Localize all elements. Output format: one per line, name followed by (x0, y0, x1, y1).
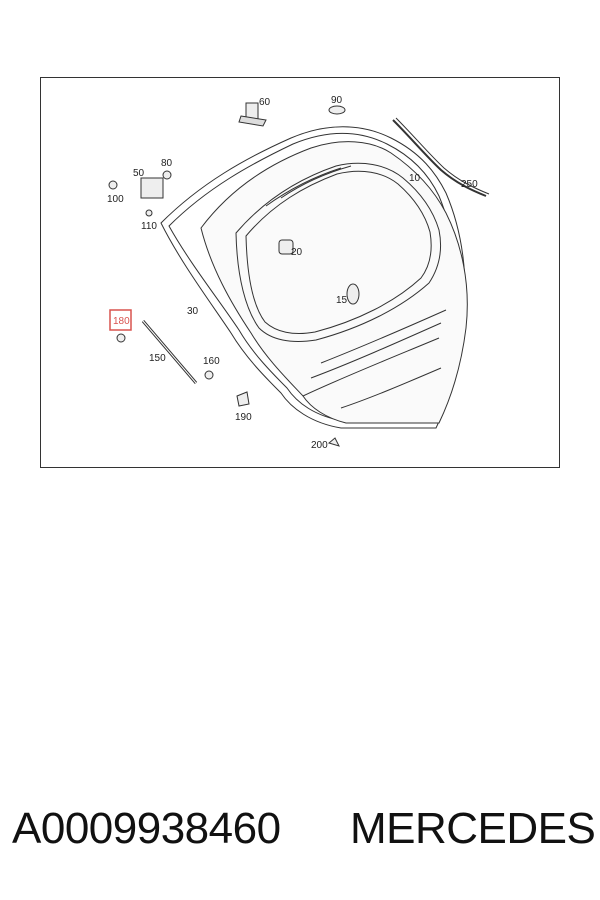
ball-stud-160 (204, 370, 214, 380)
callout-20[interactable]: 20 (291, 247, 303, 258)
part-number: A0009938460 (12, 804, 281, 853)
bushing-20 (278, 239, 294, 255)
callout-15[interactable]: 15 (336, 295, 348, 306)
callout-60[interactable]: 60 (259, 97, 271, 108)
weatherstrip (392, 119, 487, 197)
callout-30[interactable]: 30 (187, 306, 199, 317)
callout-110[interactable]: 110 (141, 221, 157, 232)
callout-10[interactable]: 10 (409, 173, 421, 184)
clip-200 (327, 437, 340, 447)
product-footer: A0009938460 MERCEDES (0, 800, 600, 870)
hinge-50 (140, 177, 164, 199)
brand-name: MERCEDES (350, 804, 596, 853)
callout-100[interactable]: 100 (107, 194, 124, 205)
callout-190[interactable]: 190 (235, 412, 252, 423)
highlight-box-180 (109, 309, 132, 331)
callout-90[interactable]: 90 (331, 95, 343, 106)
tailgate-window (235, 162, 442, 342)
ball-stud-180 (116, 333, 126, 343)
tailgate-exploded-view: 60 90 50 80 100 110 10 250 20 15 30 180 … (107, 95, 490, 451)
tailgate-body (200, 141, 468, 424)
callout-150[interactable]: 150 (149, 353, 166, 364)
callout-200[interactable]: 200 (311, 440, 328, 451)
callout-250[interactable]: 250 (461, 179, 478, 190)
callout-50[interactable]: 50 (133, 168, 145, 179)
parts-diagram: 60 90 50 80 100 110 10 250 20 15 30 180 … (40, 77, 560, 468)
button-15 (346, 283, 360, 305)
callout-180[interactable]: 180 (113, 316, 130, 327)
callout-80[interactable]: 80 (161, 158, 173, 169)
callout-160[interactable]: 160 (203, 356, 220, 367)
clip-190 (236, 391, 250, 407)
bumper-90 (328, 105, 346, 115)
